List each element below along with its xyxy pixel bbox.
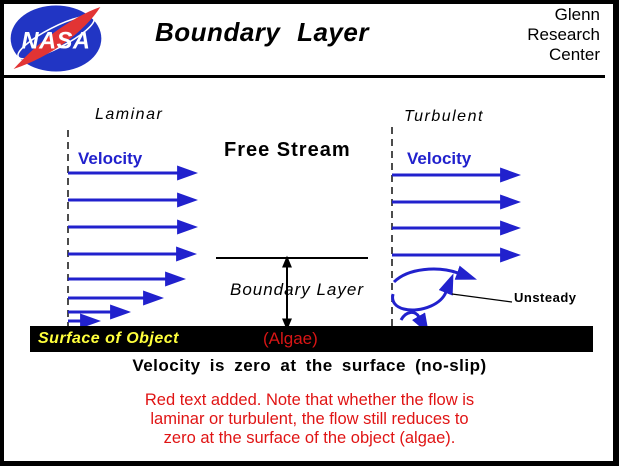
- unsteady-leader-line: [451, 293, 513, 303]
- red-note: Red text added. Note that whether the fl…: [0, 391, 619, 448]
- red-note-line: zero at the surface of the object (algae…: [163, 429, 456, 447]
- laminar-label: Laminar: [95, 106, 164, 123]
- unsteady-flow-arrows: [391, 265, 477, 335]
- surface-of-object-bar: Surface of Object (Algae): [30, 326, 593, 352]
- org-line: Research: [527, 25, 600, 44]
- velocity-label-turbulent: Velocity: [407, 149, 472, 168]
- org-line: Center: [548, 45, 600, 64]
- page-title: Boundary Layer: [155, 17, 369, 47]
- surface-label: Surface of Object: [38, 330, 179, 347]
- nasa-logo-text: NASA: [22, 28, 91, 54]
- nasa-logo-orbit: [17, 15, 95, 60]
- free-stream-label: Free Stream: [224, 139, 351, 161]
- laminar-velocity-arrows: [68, 165, 199, 329]
- org-name: Glenn Research Center: [527, 5, 600, 65]
- nasa-logo-icon: NASA: [10, 5, 102, 72]
- red-note-line: laminar or turbulent, the flow still red…: [150, 410, 469, 428]
- red-note-line: Red text added. Note that whether the fl…: [144, 391, 475, 409]
- org-line: Glenn: [554, 5, 600, 24]
- unsteady-label: Unsteady: [514, 290, 577, 305]
- boundary-layer-label: Boundary Layer: [229, 280, 365, 299]
- turbulent-velocity-arrows: [392, 167, 522, 263]
- algae-label: (Algae): [263, 329, 318, 348]
- noslip-caption: Velocity is zero at the surface (no-slip…: [132, 356, 487, 375]
- turbulent-label: Turbulent: [404, 108, 484, 125]
- header-divider: [4, 75, 605, 78]
- velocity-label-laminar: Velocity: [78, 149, 143, 168]
- nasa-logo-swoosh: [13, 6, 101, 70]
